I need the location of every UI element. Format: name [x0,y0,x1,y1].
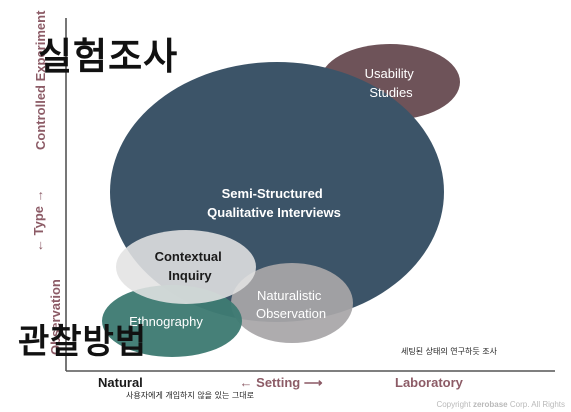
contextual-inquiry-bubble [116,230,256,304]
ethnography-label: Ethnography [129,314,203,329]
ethnography-bubble [102,285,242,357]
x-axis-middle-label: ← Setting ⟶ [240,375,323,390]
x-axis-left-label: Natural [98,375,143,390]
usability-studies-label: Usability Studies [365,66,418,100]
natural-note: 사용자에게 개입하지 않을 있는 그대로 [126,391,254,400]
svg-text:Observation: Observation [48,279,63,355]
naturalistic-observation-label: Naturalistic Observation [256,288,326,321]
y-axis-bottom-label: Observation [48,279,63,355]
experiment-overlay-label: 실험조사 [38,35,179,78]
y-axis-top-label: Controlled Experiment [33,10,48,150]
svg-text:← Type →: ← Type → [31,189,46,252]
semi-structured-label: Semi-Structured Qualitative Interviews [207,186,341,220]
svg-text:Controlled Experiment: Controlled Experiment [33,10,48,150]
x-axis-right-label: Laboratory [395,375,464,390]
copyright-text: Copyright zerobase Corp. All Rights [436,400,565,409]
laboratory-note: 세팅된 상태의 연구하듯 조사 [401,347,497,356]
naturalistic-observation-bubble [231,263,353,343]
contextual-inquiry-label: Contextual Inquiry [155,249,226,283]
y-axis-middle-label: ← Type → [31,189,46,252]
observation-overlay-label: 관찰방법 [18,322,148,362]
